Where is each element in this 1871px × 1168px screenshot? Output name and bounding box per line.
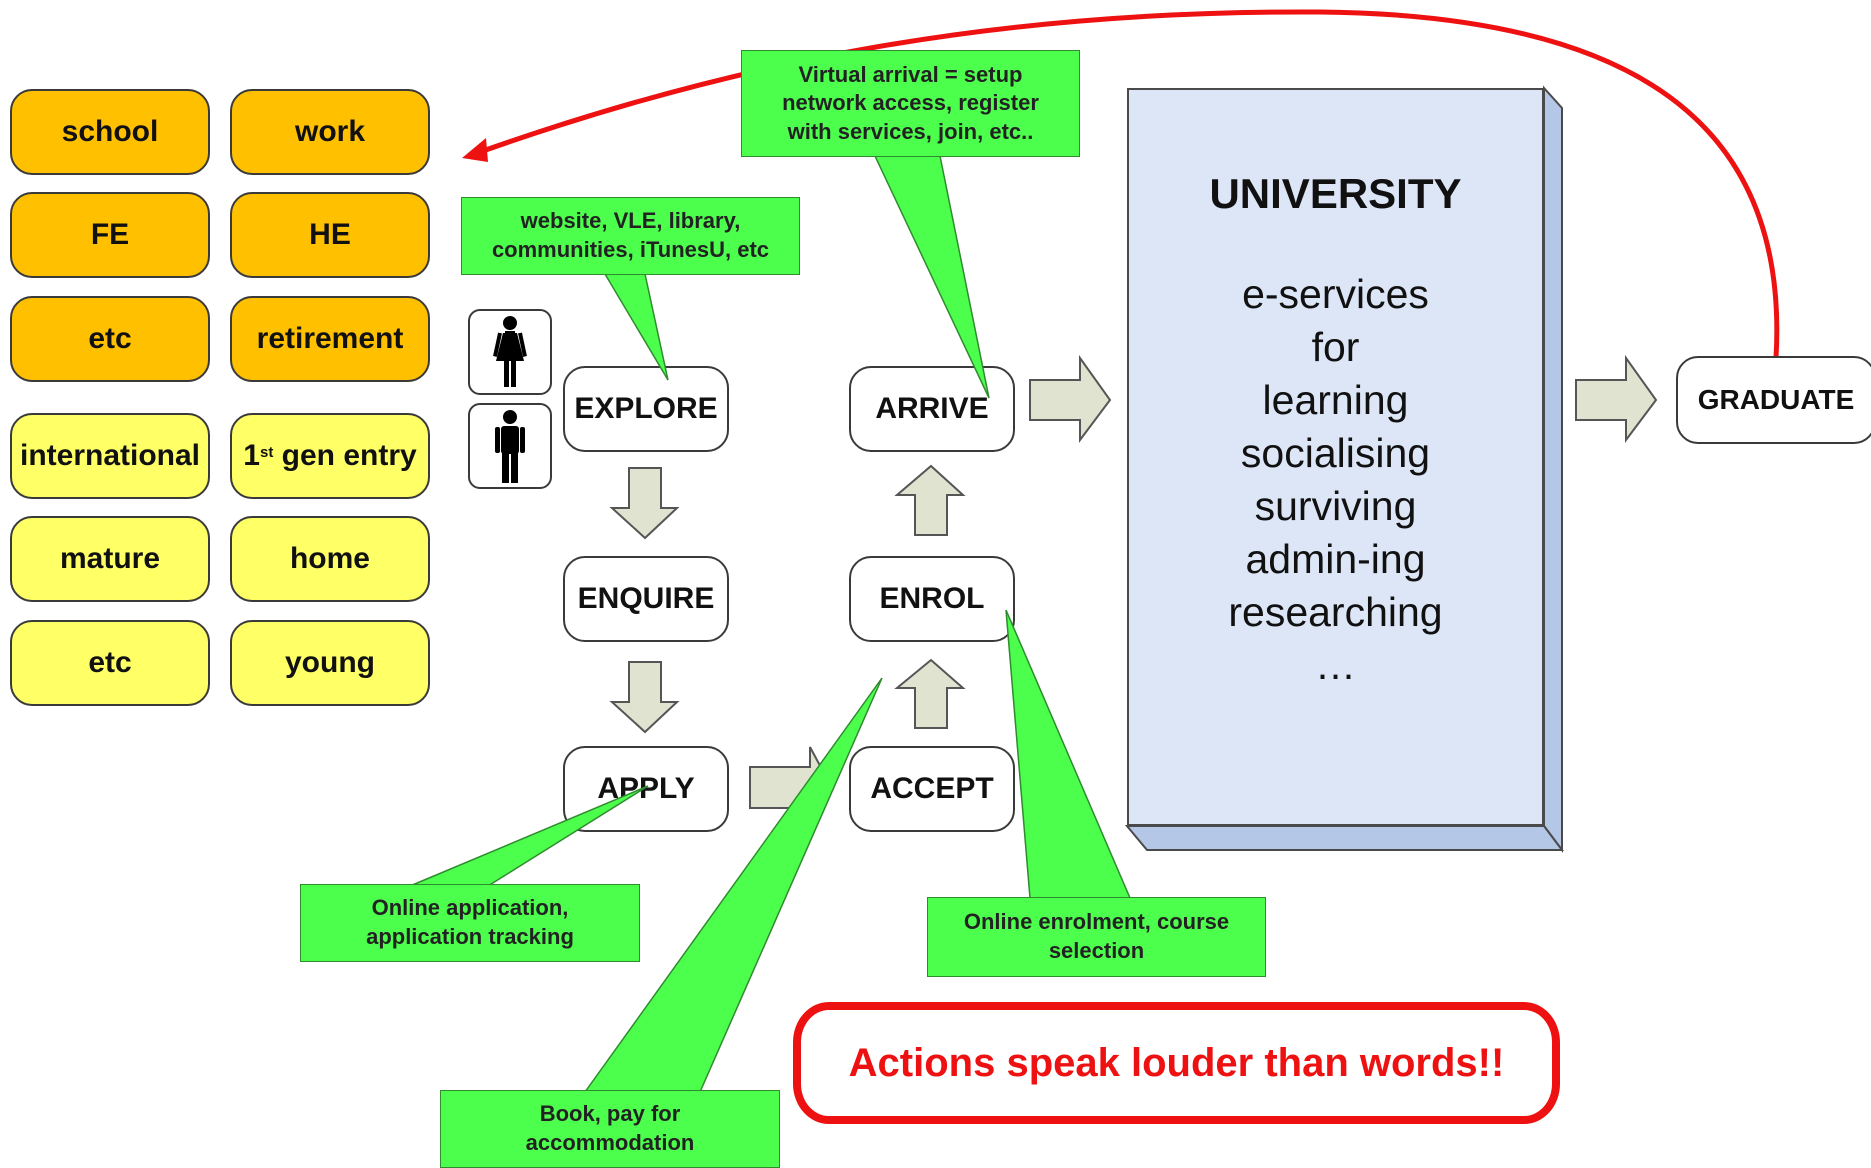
male-person-box — [468, 403, 552, 489]
group-young: young — [230, 620, 430, 706]
apply-callout-tail — [409, 785, 649, 887]
university-service-item: e-services — [1242, 271, 1429, 317]
step-graduate: GRADUATE — [1676, 356, 1871, 444]
explore-callout: website, VLE, library,communities, iTune… — [461, 197, 800, 275]
step-enquire: ENQUIRE — [563, 556, 729, 642]
return-arrow-curve — [479, 9, 1780, 359]
university-service-item: for — [1311, 324, 1360, 370]
university-box: UNIVERSITY e-services for learning socia… — [1127, 88, 1544, 826]
female-person-box — [468, 309, 552, 395]
arrow-enrol-to-arrive — [894, 464, 966, 536]
university-service-item: socialising — [1240, 430, 1431, 476]
group-home: home — [230, 516, 430, 602]
group-mature: mature — [10, 516, 210, 602]
apply-callout: Online application,application tracking — [300, 884, 640, 962]
university-service-item: admin-ing — [1245, 536, 1426, 582]
group-work: work — [230, 89, 430, 175]
group-school: school — [10, 89, 210, 175]
explore-callout-tail — [603, 273, 669, 381]
step-explore: EXPLORE — [563, 366, 729, 452]
group-etc-yellow: etc — [10, 620, 210, 706]
step-arrive: ARRIVE — [849, 366, 1015, 452]
university-service-item: surviving — [1254, 483, 1417, 529]
arrive-callout-tail — [873, 155, 990, 399]
group-international: international — [10, 413, 210, 499]
university-service-item: researching — [1228, 589, 1443, 635]
female-person-icon — [493, 316, 527, 387]
university-service-item: … — [1315, 642, 1356, 688]
enrol-callout-tail — [1005, 609, 1132, 899]
male-person-icon — [495, 410, 525, 483]
group-retirement: retirement — [230, 296, 430, 382]
arrow-university-to-graduate — [1575, 354, 1658, 443]
arrow-accept-to-enrol — [894, 658, 966, 729]
arrow-arrive-to-university — [1029, 354, 1112, 443]
step-accept: ACCEPT — [849, 746, 1015, 832]
step-enrol: ENROL — [849, 556, 1015, 642]
group-fe: FE — [10, 192, 210, 278]
arrow-explore-to-enquire — [609, 467, 680, 540]
return-arrow-head — [462, 138, 488, 162]
university-services-list: e-services for learning socialising surv… — [1129, 268, 1542, 692]
university-box-bottom — [1124, 825, 1564, 851]
motto-banner: Actions speak louder than words!! — [793, 1002, 1560, 1124]
university-service-item: learning — [1262, 377, 1409, 423]
university-title: UNIVERSITY — [1209, 170, 1462, 217]
group-he: HE — [230, 192, 430, 278]
group-etc-orange: etc — [10, 296, 210, 382]
arrow-enquire-to-apply — [609, 661, 680, 734]
